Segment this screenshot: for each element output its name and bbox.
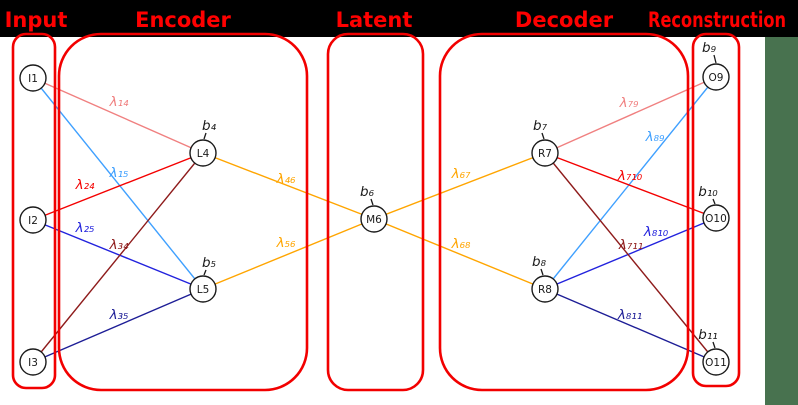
node-i1 [19, 64, 47, 92]
section-title-reconstruction: Reconstruction [648, 8, 786, 32]
edge-label-lambda710: λ₇₁₀ [617, 168, 643, 184]
edge-label-lambda68: λ₆₈ [451, 236, 471, 252]
latent-box [326, 32, 425, 392]
bias-tick-b7 [541, 132, 545, 140]
node-o10 [702, 204, 730, 232]
bias-label-b11: b₁₁ [698, 327, 717, 343]
edge-i3-l4 [32, 152, 204, 363]
node-label-i2: I2 [28, 215, 38, 227]
bias-tick-b6 [370, 198, 374, 206]
edge-m6-r8 [373, 218, 546, 290]
edge-label-lambda56: λ₅₆ [276, 235, 296, 251]
bias-label-b10: b₁₀ [698, 184, 718, 200]
edge-labels-group: λ₁₄ λ₁₅ λ₂₄ λ₂₅ λ₃₄ λ₃₅ λ₄₆ λ₅₆ λ₆₇ λ₆₈ … [75, 94, 669, 323]
node-label-i1: I1 [28, 73, 38, 85]
input-box [11, 32, 57, 390]
layer-boxes-group [11, 32, 741, 392]
section-title-decoder: Decoder [515, 8, 614, 32]
edge-l4-m6 [202, 152, 375, 220]
node-label-r8: R8 [538, 284, 552, 296]
encoder-box [57, 32, 309, 392]
edge-m6-r7 [373, 152, 546, 220]
bias-label-b6: b₆ [360, 184, 375, 200]
edge-label-lambda89: λ₈₉ [645, 129, 665, 145]
node-labels-group: I1 I2 I3 L4 L5 M6 R7 R8 O9 O10 O11 [28, 72, 727, 369]
section-title-latent: Latent [336, 8, 413, 32]
node-l5 [189, 275, 217, 303]
edge-l5-m6 [202, 218, 375, 290]
bias-label-b8: b₈ [532, 254, 547, 270]
node-o9 [702, 63, 730, 91]
reconstruction-box [691, 32, 741, 388]
section-title-encoder: Encoder [135, 8, 231, 32]
section-titles-group: Input Encoder Latent Decoder Reconstruct… [5, 8, 786, 32]
edge-i2-l5 [32, 219, 204, 290]
bias-tick-b11 [712, 341, 716, 349]
edge-label-lambda34: λ₃₄ [109, 237, 129, 253]
node-o11 [702, 348, 730, 376]
node-i2 [19, 206, 47, 234]
node-label-r7: R7 [538, 148, 552, 160]
edge-i1-l5 [32, 77, 204, 290]
bias-labels-group: b₄ b₅ b₆ b₇ b₈ b₉ b₁₀ b₁₁ [202, 40, 718, 343]
node-label-o10: O10 [705, 213, 727, 225]
edge-label-lambda46: λ₄₆ [276, 171, 296, 187]
edge-label-lambda24: λ₂₄ [75, 177, 95, 193]
edge-label-lambda67: λ₆₇ [451, 166, 471, 182]
node-l4 [189, 139, 217, 167]
bias-label-b5: b₅ [202, 255, 216, 271]
decoder-box [438, 32, 690, 392]
edge-label-lambda811: λ₈₁₁ [617, 307, 642, 323]
node-label-l5: L5 [197, 284, 210, 296]
edge-label-lambda810: λ₈₁₀ [643, 224, 669, 240]
bias-label-b4: b₄ [202, 118, 217, 134]
top-band [0, 0, 798, 37]
edge-label-lambda15: λ₁₅ [109, 165, 129, 181]
node-label-o11: O11 [705, 357, 727, 369]
node-i3 [19, 348, 47, 376]
node-label-i3: I3 [28, 357, 38, 369]
bias-ticks-group [203, 54, 717, 349]
section-title-input: Input [5, 8, 68, 32]
bias-label-b7: b₇ [533, 118, 548, 134]
edge-label-lambda25: λ₂₅ [75, 220, 95, 236]
bias-tick-b9 [713, 54, 717, 64]
node-label-o9: O9 [709, 72, 724, 84]
edge-i3-l5 [32, 288, 204, 363]
edge-label-lambda79: λ₇₉ [619, 95, 639, 111]
edge-label-lambda14: λ₁₄ [109, 94, 129, 110]
node-label-m6: M6 [366, 214, 382, 226]
node-r7 [531, 139, 559, 167]
edge-i1-l4 [32, 77, 204, 154]
node-label-l4: L4 [197, 148, 210, 160]
edge-i2-l4 [32, 152, 204, 221]
bias-label-b9: b₉ [702, 40, 717, 56]
node-m6 [360, 205, 388, 233]
right-margin-strip [765, 0, 798, 405]
bias-tick-b5 [203, 269, 207, 276]
edge-label-lambda711: λ₇₁₁ [618, 237, 643, 253]
bias-tick-b4 [203, 132, 207, 140]
node-r8 [531, 275, 559, 303]
bias-tick-b8 [540, 268, 544, 276]
nodes-group [19, 63, 730, 376]
edge-label-lambda35: λ₃₅ [109, 307, 129, 323]
bias-tick-b10 [712, 198, 716, 205]
